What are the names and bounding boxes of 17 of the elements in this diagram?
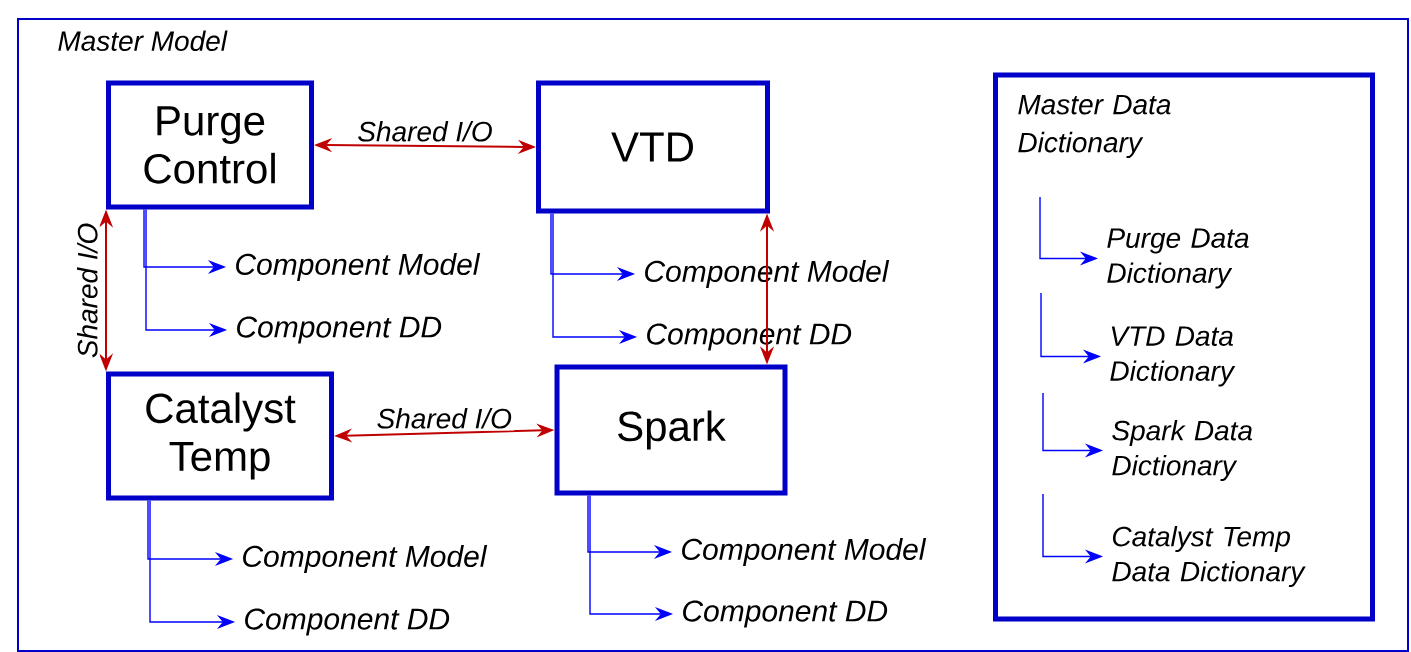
item-label: Catalyst Temp Data Dictionary — [1112, 525, 1306, 588]
item-label: Component DD — [683, 600, 888, 628]
item-label: Component DD — [237, 316, 442, 344]
process-box: VTD — [536, 80, 770, 214]
process-box: Purge Control — [106, 80, 314, 210]
edge-label: Shared I/O — [75, 220, 100, 361]
item-label: VTD Data Dictionary — [1110, 326, 1236, 387]
process-box: Spark — [554, 364, 788, 496]
edge-label: Shared I/O — [355, 119, 495, 144]
item-label: Purge Data Dictionary — [1107, 228, 1249, 289]
item-label: Component Model — [236, 253, 481, 281]
process-box: Catalyst Temp — [106, 371, 334, 501]
edge-label: Shared I/O — [374, 406, 514, 431]
item-label: Component Model — [682, 538, 927, 566]
item-label: Spark Data Dictionary — [1112, 419, 1253, 482]
item-label: Component DD — [245, 608, 450, 636]
item-label: Component Model — [243, 545, 488, 573]
